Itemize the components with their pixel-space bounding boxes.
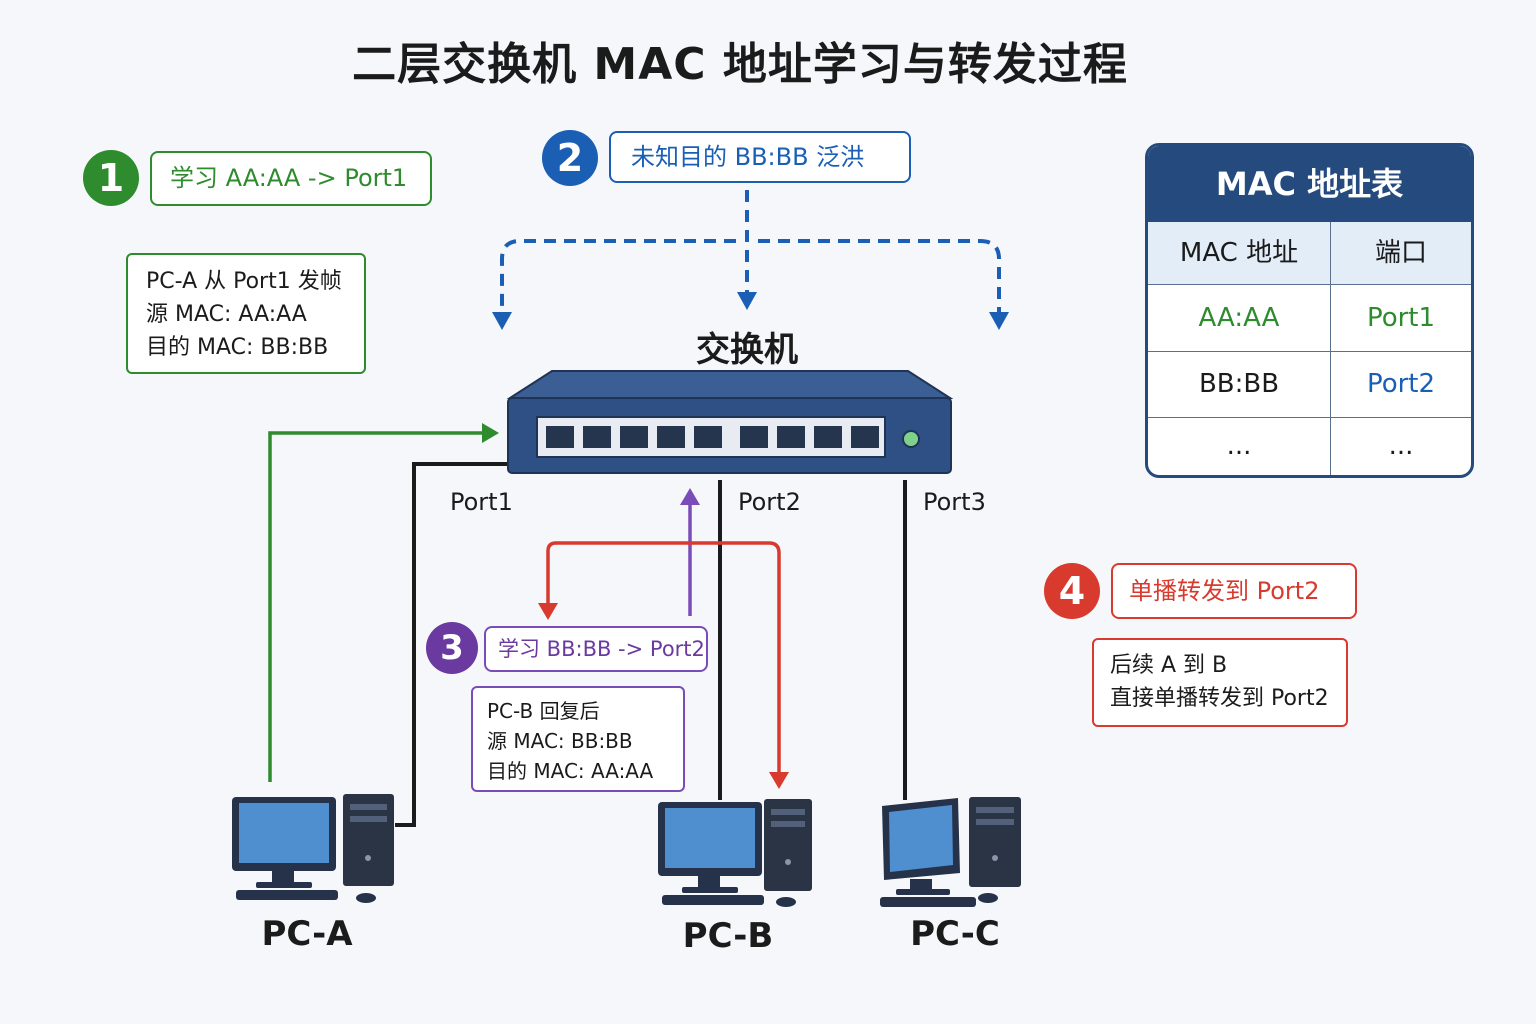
mac-cell: BB:BB [1148,352,1331,417]
step-1-badge: 1 [83,150,139,206]
port-cell: Port1 [1366,303,1436,333]
note-frame-b: PC-B 回复后 源 MAC: BB:BB 目的 MAC: AA:AA [471,686,685,792]
pc-a-label: PC-A [261,914,353,954]
note-followup: 后续 A 到 B 直接单播转发到 Port2 [1092,638,1348,727]
note-frame-b-line-2: 源 MAC: BB:BB [487,729,633,753]
step-2-label: 未知目的 BB:BB 泛洪 [609,131,911,183]
note-frame-b-line-3: 目的 MAC: AA:AA [487,759,654,783]
mac-table: MAC 地址表 MAC 地址 端口 AA:AA Port1 BB:BB Port… [1145,143,1474,478]
mac-table-header-row: MAC 地址 端口 [1148,222,1471,284]
note-followup-line-2: 直接单播转发到 Port2 [1110,686,1329,711]
pc-b-device [658,799,812,907]
note-frame-a: PC-A 从 Port1 发帧 源 MAC: AA:AA 目的 MAC: BB:… [126,253,366,374]
note-frame-a-line-2: 源 MAC: AA:AA [146,302,307,327]
port-cell: Port2 [1366,369,1436,399]
page-title: 二层交换机 MAC 地址学习与转发过程 [352,39,1128,90]
table-row: ... ... [1148,417,1471,475]
mac-cell: AA:AA [1148,285,1331,351]
mac-table-title: MAC 地址表 [1148,146,1471,222]
purple-arrow-head [680,488,700,505]
step-4-label: 单播转发到 Port2 [1111,563,1357,619]
port-3-label: Port3 [923,488,986,516]
step-3-label: 学习 BB:BB -> Port2 [484,626,708,672]
table-row: AA:AA Port1 [1148,284,1471,351]
port-2-label: Port2 [738,488,801,516]
red-arrow [546,541,781,772]
pc-c-label: PC-C [910,914,1000,954]
cable-pc-a [395,462,510,827]
mac-table-header-mac: MAC 地址 [1148,222,1331,284]
pc-c-device [880,797,1021,907]
red-arrow-head-right [769,772,789,789]
note-followup-line-1: 后续 A 到 B [1110,653,1228,678]
mac-table-header-port: 端口 [1374,238,1427,268]
step-4-badge: 4 [1044,563,1100,619]
red-arrow-head-left [538,603,558,620]
switch-label: 交换机 [696,330,798,370]
note-frame-a-line-1: PC-A 从 Port1 发帧 [146,269,342,294]
flood-arrow-heads [492,292,1009,330]
note-frame-b-line-1: PC-B 回复后 [487,699,600,723]
step-2-badge: 2 [542,130,598,186]
port-1-label: Port1 [450,488,513,516]
mac-cell: ... [1148,418,1331,475]
port-cell: ... [1388,431,1414,461]
switch-device [506,370,954,474]
green-arrow [268,431,486,782]
pc-a-device [232,794,394,903]
flood-arrows [500,190,1001,312]
step-1-label: 学习 AA:AA -> Port1 [150,151,432,206]
table-row: BB:BB Port2 [1148,351,1471,417]
pc-b-label: PC-B [682,916,774,956]
step-3-badge: 3 [426,622,478,674]
green-arrow-head [482,423,499,443]
note-frame-a-line-3: 目的 MAC: BB:BB [146,335,329,360]
